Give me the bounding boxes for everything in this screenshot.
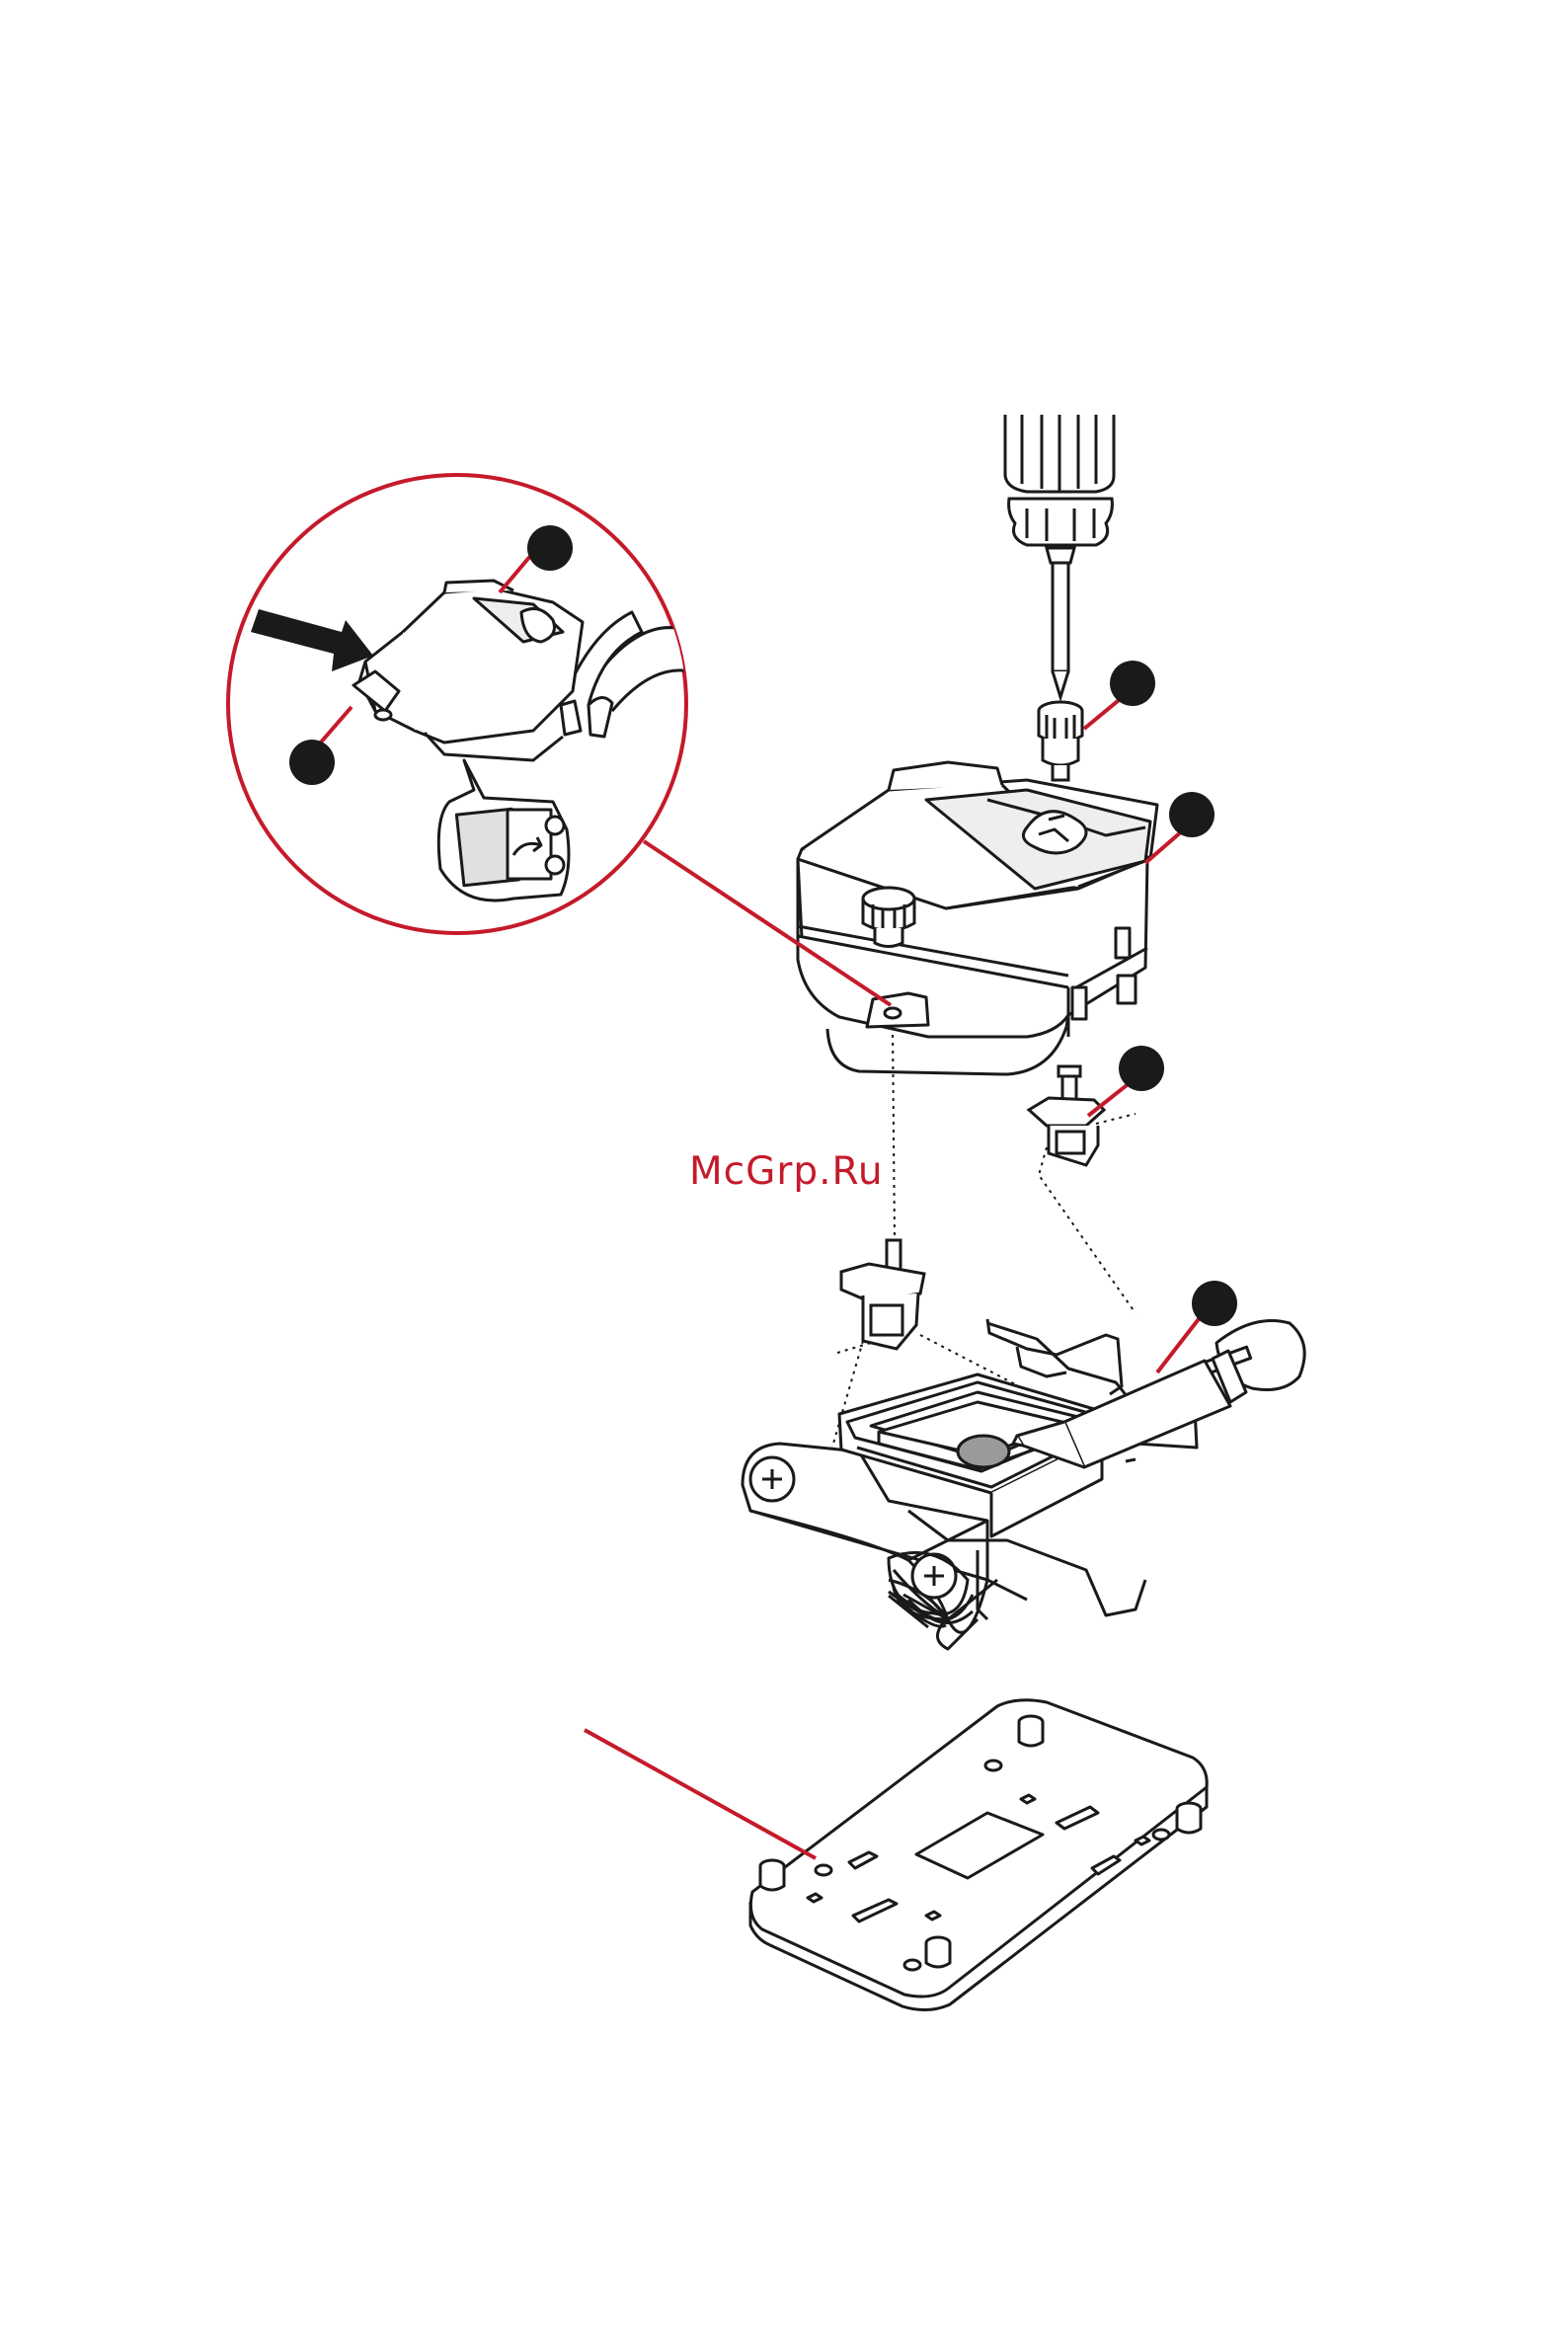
callout-marker-icon — [527, 525, 573, 571]
callout-marker-icon — [289, 740, 335, 785]
screw-icon — [1039, 702, 1082, 780]
retention-bracket-icon — [841, 1240, 924, 1349]
watermark: McGrp.Ru — [689, 1149, 884, 1194]
retention-bracket-icon — [1029, 1066, 1104, 1165]
backplate-icon — [750, 1700, 1207, 2010]
zoom-callout — [228, 475, 691, 933]
callout-marker-icon — [1192, 1281, 1237, 1326]
callout-marker-icon — [1169, 792, 1215, 837]
callout-marker-icon — [1119, 1046, 1164, 1091]
pump-block-icon — [798, 762, 1157, 1074]
cpu-socket-icon — [743, 1319, 1197, 1649]
callout-marker-icon — [1110, 661, 1155, 706]
screwdriver-icon — [1005, 415, 1114, 697]
